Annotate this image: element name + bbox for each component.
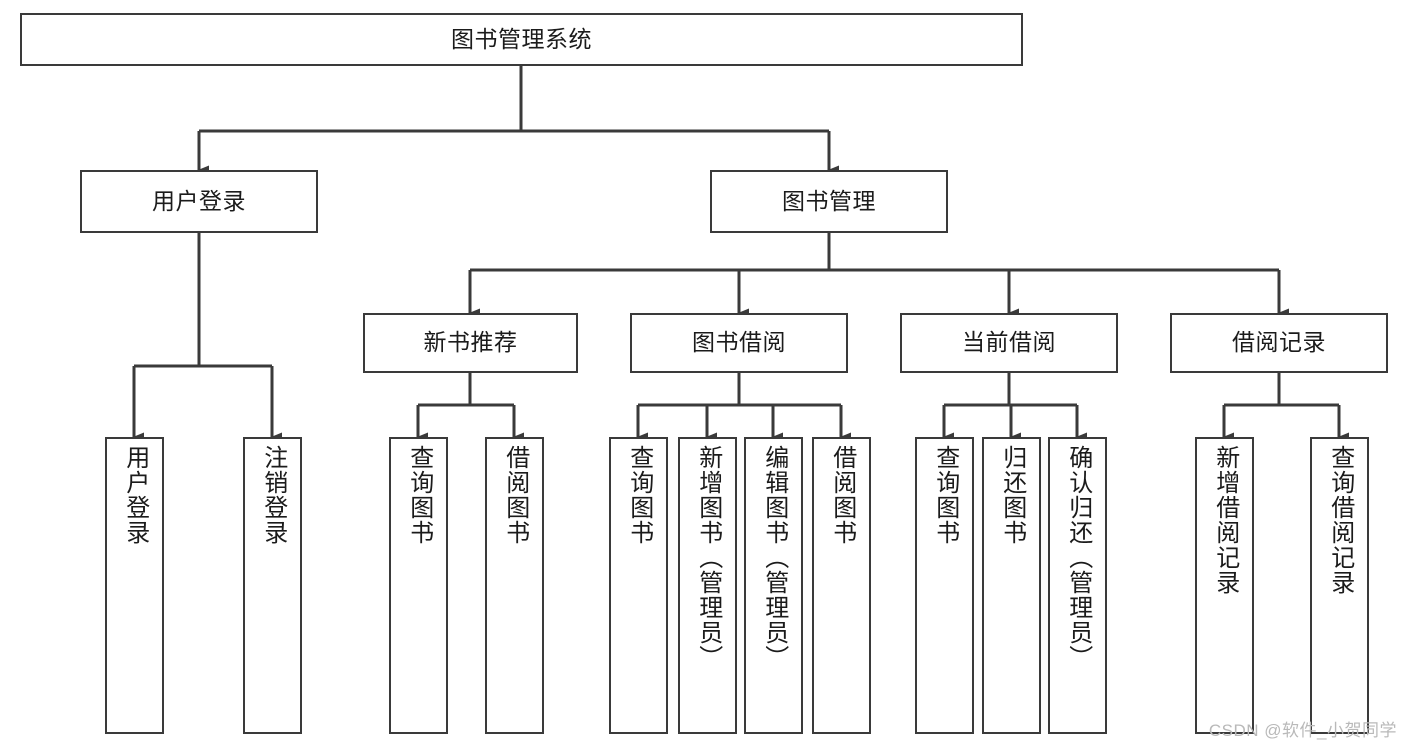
- leaf-node-label: 借阅图书: [501, 445, 529, 545]
- leaf-node-label: 确认归还（管理员）: [1064, 445, 1092, 670]
- leaf-node-11[interactable]: 新增借阅记录: [1195, 437, 1254, 734]
- leaf-node-label: 新增借阅记录: [1211, 445, 1239, 595]
- root-node[interactable]: 图书管理系统: [20, 13, 1023, 66]
- leaf-node-0[interactable]: 用户登录: [105, 437, 164, 734]
- leaf-node-4[interactable]: 查询图书: [609, 437, 668, 734]
- leaf-node-label: 新增图书（管理员）: [694, 445, 722, 670]
- leaf-node-label: 查询图书: [931, 445, 959, 545]
- level1-node-label: 图书管理: [782, 187, 876, 214]
- leaf-node-label: 借阅图书: [828, 445, 856, 545]
- level2-node-label: 借阅记录: [1232, 329, 1326, 356]
- leaf-node-label: 用户登录: [121, 445, 149, 545]
- watermark-text: CSDN @软件_小贺同学: [1208, 721, 1397, 740]
- leaf-node-7[interactable]: 借阅图书: [812, 437, 871, 734]
- leaf-node-label: 注销登录: [259, 445, 287, 545]
- leaf-node-label: 编辑图书（管理员）: [760, 445, 788, 670]
- leaf-node-5[interactable]: 新增图书（管理员）: [678, 437, 737, 734]
- root-node-label: 图书管理系统: [451, 25, 592, 52]
- level1-node-1[interactable]: 图书管理: [710, 170, 948, 233]
- level1-node-label: 用户登录: [152, 187, 246, 214]
- leaf-node-12[interactable]: 查询借阅记录: [1310, 437, 1369, 734]
- leaf-node-8[interactable]: 查询图书: [915, 437, 974, 734]
- leaf-node-3[interactable]: 借阅图书: [485, 437, 544, 734]
- leaf-node-label: 查询图书: [625, 445, 653, 545]
- leaf-node-9[interactable]: 归还图书: [982, 437, 1041, 734]
- leaf-node-label: 归还图书: [998, 445, 1026, 545]
- leaf-node-2[interactable]: 查询图书: [389, 437, 448, 734]
- level2-node-1[interactable]: 图书借阅: [630, 313, 848, 373]
- leaf-node-6[interactable]: 编辑图书（管理员）: [744, 437, 803, 734]
- level1-node-0[interactable]: 用户登录: [80, 170, 318, 233]
- level2-node-3[interactable]: 借阅记录: [1170, 313, 1388, 373]
- level2-node-label: 新书推荐: [423, 329, 518, 356]
- level2-node-2[interactable]: 当前借阅: [900, 313, 1118, 373]
- level2-node-label: 当前借阅: [962, 329, 1056, 356]
- leaf-node-10[interactable]: 确认归还（管理员）: [1048, 437, 1107, 734]
- leaf-node-1[interactable]: 注销登录: [243, 437, 302, 734]
- leaf-node-label: 查询借阅记录: [1326, 445, 1354, 595]
- level2-node-label: 图书借阅: [692, 329, 786, 356]
- leaf-node-label: 查询图书: [405, 445, 433, 545]
- level2-node-0[interactable]: 新书推荐: [363, 313, 578, 373]
